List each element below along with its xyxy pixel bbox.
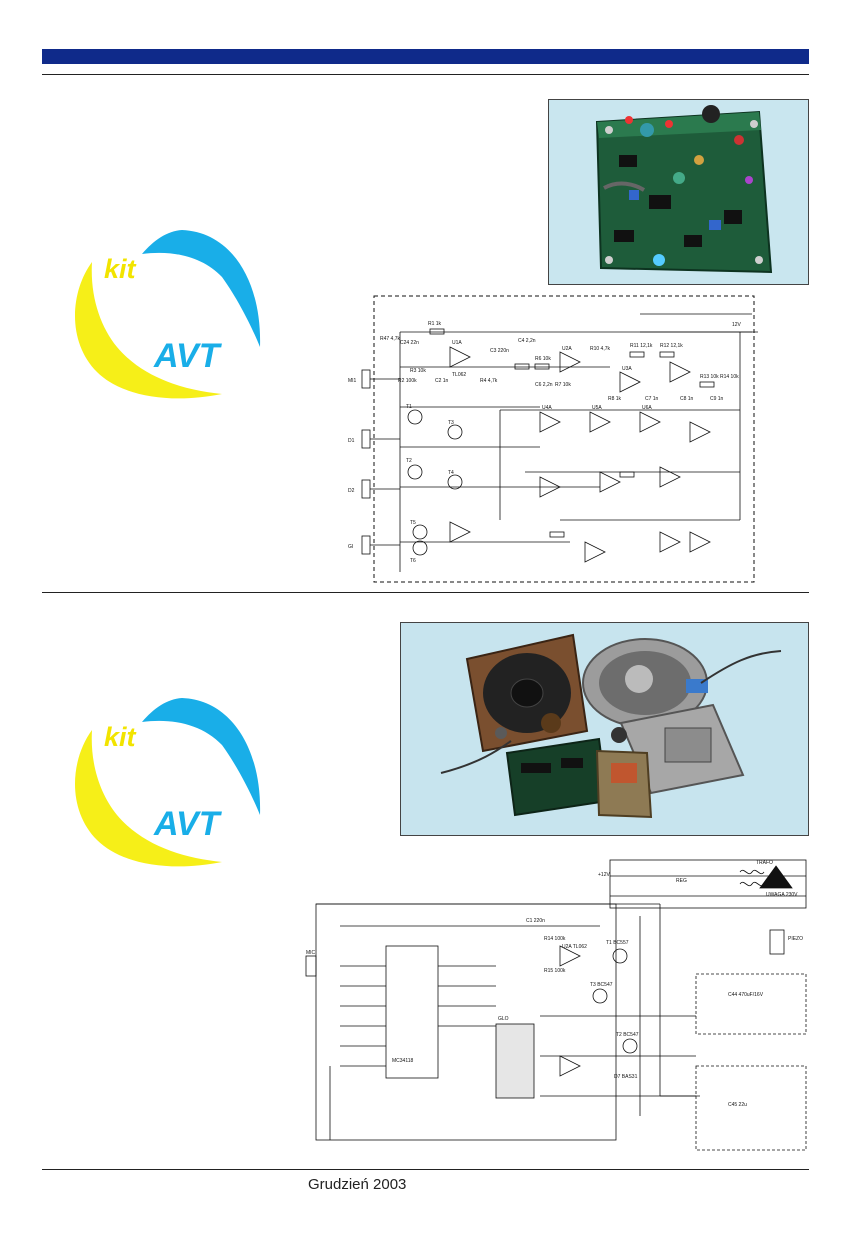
schem1-part-r14: R14 10k	[720, 374, 739, 380]
schem1-part-c24: C24 22n	[400, 340, 419, 346]
schem1-u4-label: U4A	[542, 405, 552, 411]
schem1-t5: T5	[410, 520, 416, 526]
logo-avt-text: AVT	[153, 337, 223, 375]
schem1-t4: T4	[448, 470, 454, 476]
schem1-part-c6: C6 2,2n	[535, 382, 553, 388]
schem2-piezo: PIEZO	[788, 936, 803, 942]
schem1-supply-label: 12V	[732, 322, 742, 328]
schem1-part-c4: C4 2,2n	[518, 338, 536, 344]
schem2-part-t2: T2 BC547	[616, 1032, 639, 1038]
schem1-part-c3: C3 220n	[490, 348, 509, 354]
schem1-input-d2: D2	[348, 488, 355, 494]
schem1-part-r13: R13 10k	[700, 374, 719, 380]
schem2-part-t3: T3 BC547	[590, 982, 613, 988]
schem2-supply: +12V	[598, 872, 610, 878]
schem1-part-r7: R7 10k	[555, 382, 571, 388]
schem1-part-c7: C7 1n	[645, 396, 659, 402]
schem1-u1-type: TL062	[452, 372, 466, 378]
schem1-part-c2: C2 1n	[435, 378, 449, 384]
schem1-part-r11: R11 12,1k	[630, 343, 653, 349]
schem1-part-r3: R3 10k	[410, 368, 426, 374]
schem2-ic-label: MC34118	[392, 1058, 414, 1064]
schem1-u2-label: U2A	[562, 346, 572, 352]
schematic-2: MC34118 TRAFO UWAGA 230V PIEZO +12V C1 2…	[300, 856, 808, 1154]
schem1-part-r10: R10 4,7k	[590, 346, 611, 352]
schem1-part-r8: R8 1k	[608, 396, 622, 402]
schem2-part-c44: C44 470uF/16V	[728, 992, 764, 998]
schem1-input-d1: D1	[348, 438, 355, 444]
schem2-part-r15: R15 100k	[544, 968, 566, 974]
schem1-u6-label: U6A	[642, 405, 652, 411]
schem1-t2: T2	[406, 458, 412, 464]
schem2-part-r14: R14 100k	[544, 936, 566, 942]
schematic-1: 12V U1A TL062 U4A U5A U6A U2A U3A MI1 D1…	[340, 292, 760, 584]
logo-avt-text-2: AVT	[153, 805, 223, 843]
schem2-part-reg: REG	[676, 878, 687, 884]
schem2-part-d7: D7 BAS31	[614, 1074, 638, 1080]
schem2-part-c1: C1 220n	[526, 918, 545, 924]
schem1-t1: T1	[406, 404, 412, 410]
schem1-part-c8: C8 1n	[680, 396, 694, 402]
schem1-t6: T6	[410, 558, 416, 564]
schem2-part-t1: T1 BC557	[606, 940, 629, 946]
schem2-warning: UWAGA 230V	[766, 892, 798, 898]
schem1-input-mi1: MI1	[348, 378, 357, 384]
schem1-part-r4: R4 4,7k	[480, 378, 498, 384]
header-bar	[42, 49, 809, 64]
schem1-part-r1: R1 1k	[428, 321, 442, 327]
pcb-photo-1	[548, 99, 809, 285]
schem2-part-mic: MIC	[306, 950, 316, 956]
schem1-part-r47: R47 4,7k	[380, 336, 401, 342]
schem1-part-c9: C9 1n	[710, 396, 724, 402]
schem1-u3-label: U3A	[622, 366, 632, 372]
schem2-part-glo: GLO	[498, 1016, 509, 1022]
schem1-part-r2: R2 100k	[398, 378, 417, 384]
schem2-transformer: TRAFO	[756, 860, 773, 866]
header-rule	[42, 74, 809, 75]
schem1-part-r6: R6 10k	[535, 356, 551, 362]
schem1-t3: T3	[448, 420, 454, 426]
schem2-part-u2a: U2A TL062	[562, 944, 587, 950]
schem1-u5-label: U5A	[592, 405, 602, 411]
schem1-input-gi: GI	[348, 544, 353, 550]
footer-rule	[42, 1169, 809, 1170]
logo-kit-text: kit	[104, 254, 137, 284]
kit-avt-logo-1: kit AVT	[62, 222, 268, 402]
logo-kit-text-2: kit	[104, 722, 137, 752]
schem1-part-r12: R12 12,1k	[660, 343, 683, 349]
footer-date: Grudzień 2003	[308, 1176, 407, 1193]
kit-avt-logo-2: kit AVT	[62, 690, 268, 870]
kit-photo-2	[400, 622, 809, 836]
section-divider	[42, 592, 809, 593]
schem1-u1-label: U1A	[452, 340, 462, 346]
schem2-part-c45: C45 22u	[728, 1102, 747, 1108]
